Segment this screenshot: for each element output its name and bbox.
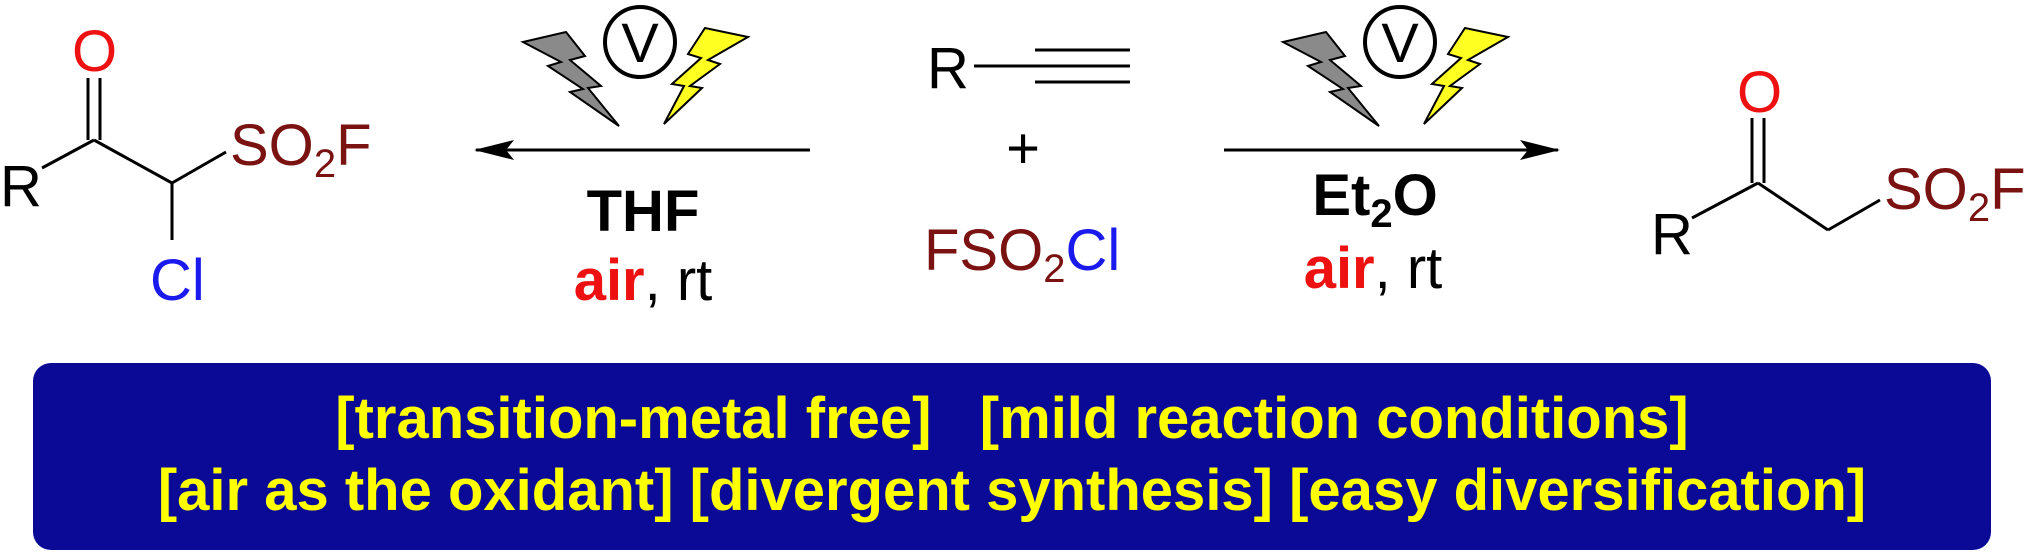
right-product-oxygen: O (1737, 60, 1782, 125)
right-conditions: Et2O air, rt (1304, 163, 1443, 301)
left-product-chlorine: Cl (150, 248, 205, 313)
right-solvent-et2o: Et2O (1312, 163, 1437, 236)
lightning-bolt-yellow-icon (663, 26, 751, 125)
voltage-circle-icon (603, 5, 677, 79)
alkyne-reactant: R (927, 36, 1130, 101)
features-banner: [transition-metal free] [mild reaction c… (33, 363, 1991, 550)
right-energy-icons: V (1280, 5, 1511, 127)
bond-ch2-sulfonyl (1827, 198, 1881, 232)
voltage-symbol: V (1381, 11, 1419, 74)
bond-ch-sulfonyl (171, 150, 227, 185)
plus-sign: + (1006, 116, 1040, 181)
right-conditions-air-rt: air, rt (1304, 236, 1443, 301)
left-conditions-air-rt: air, rt (574, 248, 713, 313)
left-product-oxygen: O (72, 19, 117, 84)
left-conditions: THF air, rt (574, 179, 713, 313)
left-product-sulfonyl-fluoride: SO2F (230, 113, 372, 186)
left-energy-icons: V (520, 5, 751, 127)
right-product: R O SO2F (1651, 60, 2026, 267)
features-line-2: [air as the oxidant] [divergent synthesi… (157, 458, 1867, 523)
right-product-r-label: R (1651, 202, 1693, 267)
lightning-bolt-grey-icon (520, 30, 620, 127)
lightning-bolt-yellow-icon (1423, 26, 1511, 125)
left-product-r-label: R (0, 154, 42, 219)
left-solvent-thf: THF (587, 179, 700, 244)
voltage-circle-icon (1363, 5, 1437, 79)
alkyne-r-label: R (927, 36, 969, 101)
bond-carbonyl-ch (93, 138, 173, 185)
left-product: R O SO2F Cl (0, 19, 372, 313)
reagent-fso2cl: FSO2Cl (924, 218, 1120, 291)
lightning-bolt-grey-icon (1280, 30, 1380, 127)
right-product-sulfonyl-fluoride: SO2F (1884, 157, 2026, 230)
bond-carbonyl-ch2 (1757, 181, 1829, 232)
bond-r-carbonyl (1691, 181, 1759, 220)
voltage-symbol: V (621, 11, 659, 74)
bond-r-carbonyl (41, 138, 95, 170)
features-line-1: [transition-metal free] [mild reaction c… (335, 386, 1689, 451)
